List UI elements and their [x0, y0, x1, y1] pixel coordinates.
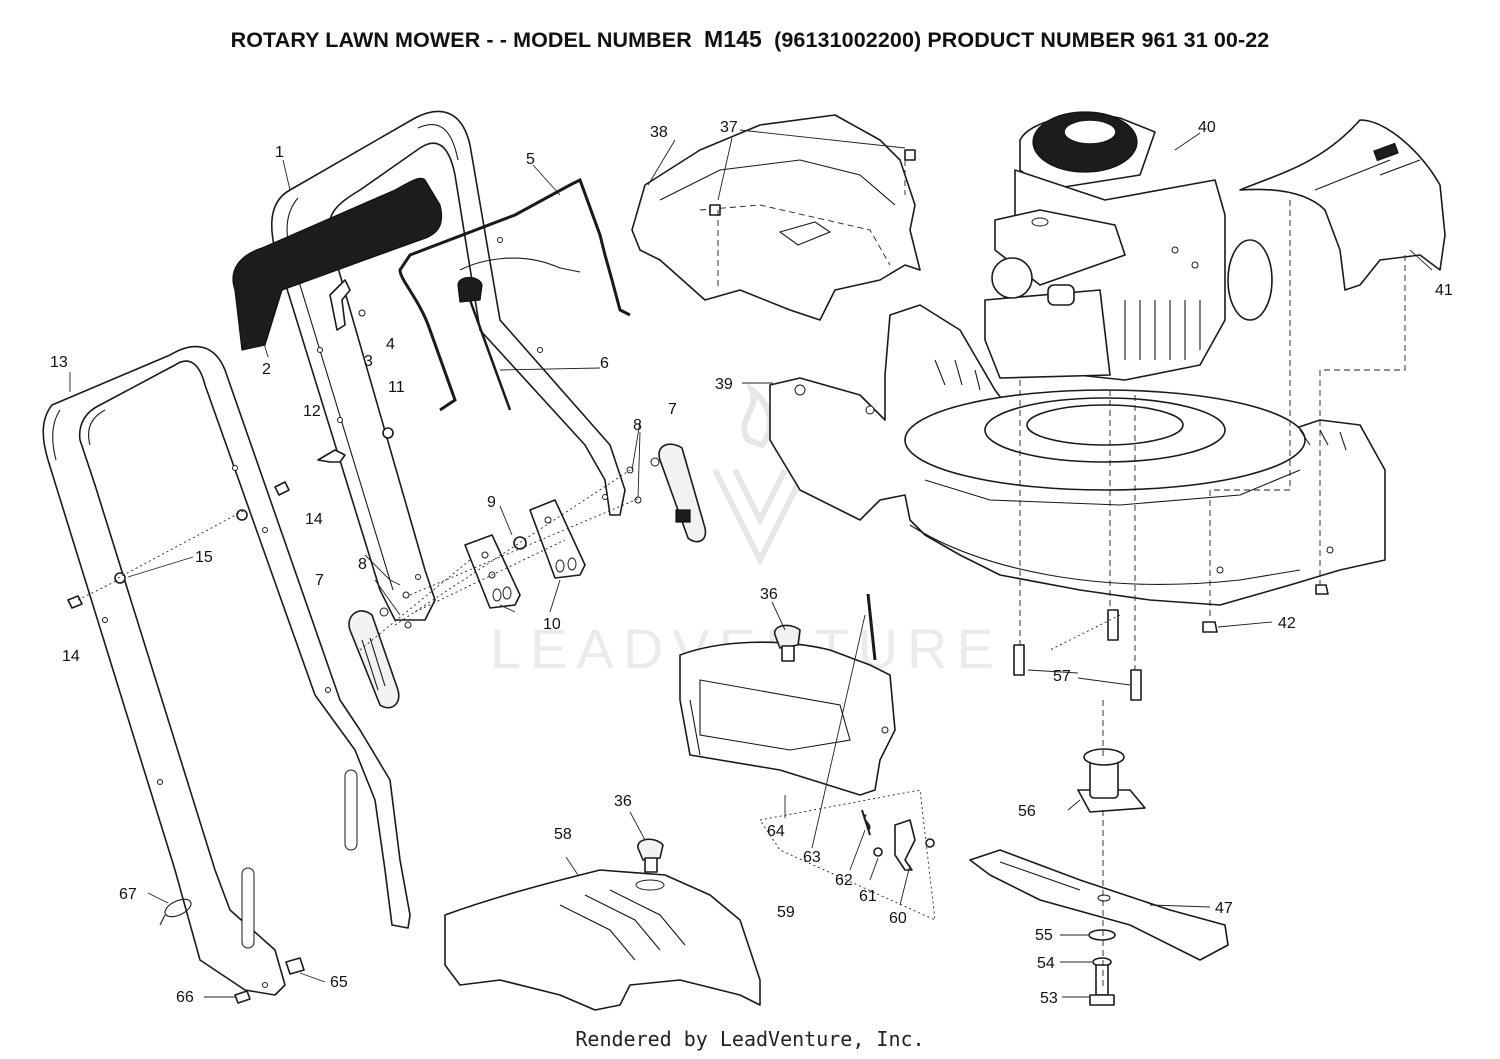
cable-nut[interactable] — [382, 427, 394, 439]
callout-56: 56 — [1018, 803, 1036, 820]
cable-clip[interactable] — [329, 279, 366, 331]
callout-36-upper: 36 — [760, 586, 778, 603]
callout-8-left: 8 — [358, 556, 367, 573]
wing-knob-lower[interactable] — [637, 838, 664, 873]
handle-bracket-left[interactable] — [464, 534, 521, 609]
page-title: ROTARY LAWN MOWER - - MODEL NUMBER M145 … — [0, 26, 1500, 53]
callout-42: 42 — [1278, 615, 1296, 632]
callout-53: 53 — [1040, 990, 1058, 1007]
lower-handle[interactable] — [42, 345, 411, 996]
blade-bolt[interactable] — [1089, 964, 1115, 1006]
model-number: M145 — [704, 26, 762, 52]
footer-credit: Rendered by LeadVenture, Inc. — [575, 1027, 925, 1051]
callout-39: 39 — [715, 376, 733, 393]
spacer-9[interactable] — [513, 536, 527, 550]
cable-hook[interactable] — [317, 449, 346, 463]
rear-deflector[interactable] — [444, 869, 761, 1011]
callout-2: 2 — [262, 361, 271, 378]
callout-66: 66 — [176, 989, 194, 1006]
callout-57: 57 — [1053, 668, 1071, 685]
callout-62: 62 — [835, 872, 853, 889]
callout-59: 59 — [777, 904, 795, 921]
latch-group-59 — [759, 789, 936, 921]
callout-41: 41 — [1435, 282, 1453, 299]
rear-flap[interactable] — [1239, 119, 1446, 291]
engine[interactable] — [984, 111, 1273, 381]
handle-knob-left[interactable] — [348, 607, 400, 709]
foam-grip[interactable] — [232, 177, 443, 351]
engine-bolts[interactable] — [709, 149, 1329, 701]
callout-4: 4 — [386, 336, 395, 353]
blade-washer[interactable] — [1088, 929, 1116, 941]
callout-9: 9 — [487, 494, 496, 511]
cable-tie[interactable] — [159, 896, 194, 926]
chute-latch[interactable] — [861, 809, 935, 871]
chute-rod[interactable] — [866, 593, 877, 661]
blade-adapter[interactable] — [1077, 748, 1146, 813]
callout-7-left: 7 — [315, 572, 324, 589]
callout-13: 13 — [50, 354, 68, 371]
callout-58: 58 — [554, 826, 572, 843]
callout-55: 55 — [1035, 927, 1053, 944]
control-bail[interactable] — [398, 177, 631, 412]
title-prefix: ROTARY LAWN MOWER - - MODEL NUMBER — [230, 28, 692, 52]
engine-cover[interactable] — [631, 114, 921, 321]
leader-lines-left — [69, 159, 641, 998]
callout-38: 38 — [650, 124, 668, 141]
callout-labels: 1 2 3 4 5 6 7 7 8 8 9 10 11 12 13 14 14 … — [50, 119, 1453, 1007]
discharge-chute[interactable] — [679, 641, 896, 796]
callout-5: 5 — [526, 151, 535, 168]
callout-11: 11 — [388, 379, 405, 396]
handle-bracket-right[interactable] — [529, 499, 586, 579]
callout-14-lower: 14 — [62, 648, 80, 665]
callout-61: 61 — [859, 888, 877, 905]
callout-7-right: 7 — [668, 401, 677, 418]
callout-1: 1 — [275, 144, 284, 161]
callout-12: 12 — [303, 403, 321, 420]
wing-knob-upper[interactable] — [774, 624, 801, 662]
callout-60: 60 — [889, 910, 907, 927]
callout-67: 67 — [119, 886, 137, 903]
callout-15: 15 — [195, 549, 213, 566]
mower-deck[interactable] — [769, 304, 1386, 606]
callout-36-lower: 36 — [614, 793, 632, 810]
title-suffix: (96131002200) PRODUCT NUMBER 961 31 00-2… — [774, 28, 1270, 52]
leader-lines-right — [565, 129, 1433, 998]
callout-8-right: 8 — [633, 417, 642, 434]
callout-54: 54 — [1037, 955, 1055, 972]
control-cable[interactable] — [457, 276, 512, 411]
handle-knob-right[interactable] — [650, 443, 707, 543]
callout-14-upper: 14 — [305, 511, 323, 528]
callout-47: 47 — [1215, 900, 1233, 917]
callout-3: 3 — [364, 353, 373, 370]
callout-37: 37 — [720, 119, 738, 136]
callout-65: 65 — [330, 974, 348, 991]
cutting-blade[interactable] — [969, 849, 1229, 961]
callout-40: 40 — [1198, 119, 1216, 136]
callout-63: 63 — [803, 849, 821, 866]
callout-10: 10 — [543, 616, 561, 633]
callout-6: 6 — [600, 355, 609, 372]
handle-screws[interactable] — [67, 466, 642, 1004]
callout-64: 64 — [767, 823, 785, 840]
